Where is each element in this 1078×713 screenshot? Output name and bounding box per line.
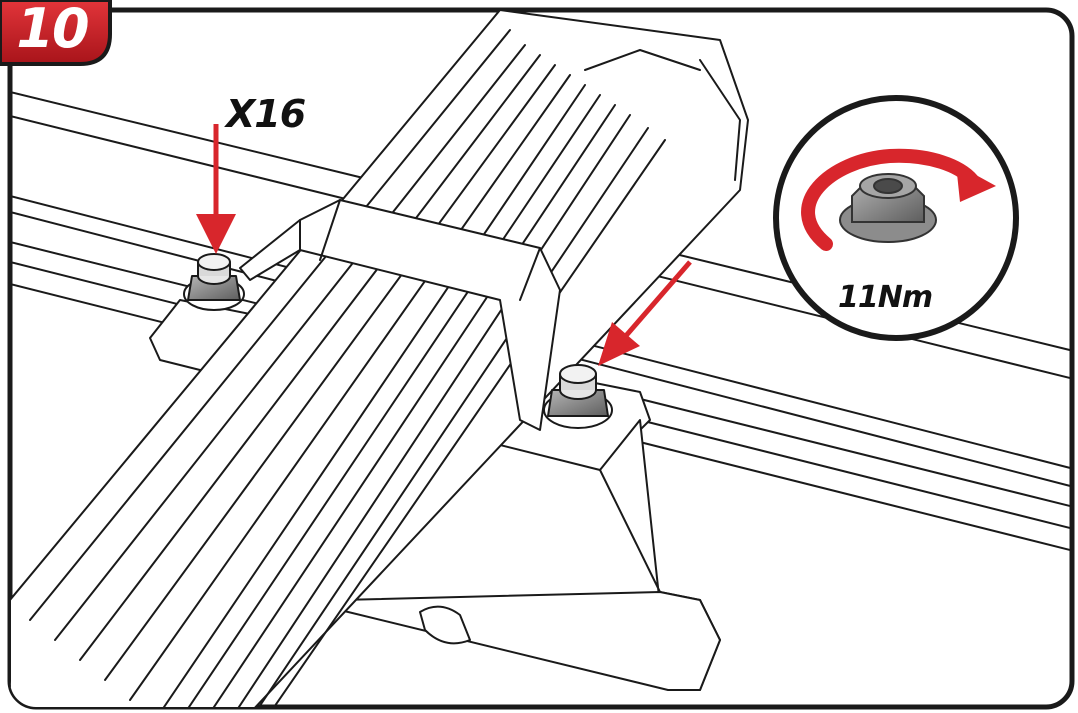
- step-number: 10: [16, 0, 89, 60]
- flange-nut-icon: [839, 173, 937, 243]
- flange-nut-right: [543, 364, 613, 429]
- pointer-arrow-icon: [598, 260, 692, 366]
- rotate-arrow-icon: [801, 148, 996, 251]
- clamp-strap: [239, 199, 561, 431]
- step-bar: [10, 10, 749, 707]
- pointer-arrow-icon: [196, 124, 236, 254]
- torque-label: 11Nm: [838, 280, 933, 315]
- torque-detail: [773, 95, 1019, 341]
- step-badge: [0, 0, 112, 66]
- quantity-label: X16: [226, 92, 306, 136]
- flange-nut-left: [183, 253, 245, 311]
